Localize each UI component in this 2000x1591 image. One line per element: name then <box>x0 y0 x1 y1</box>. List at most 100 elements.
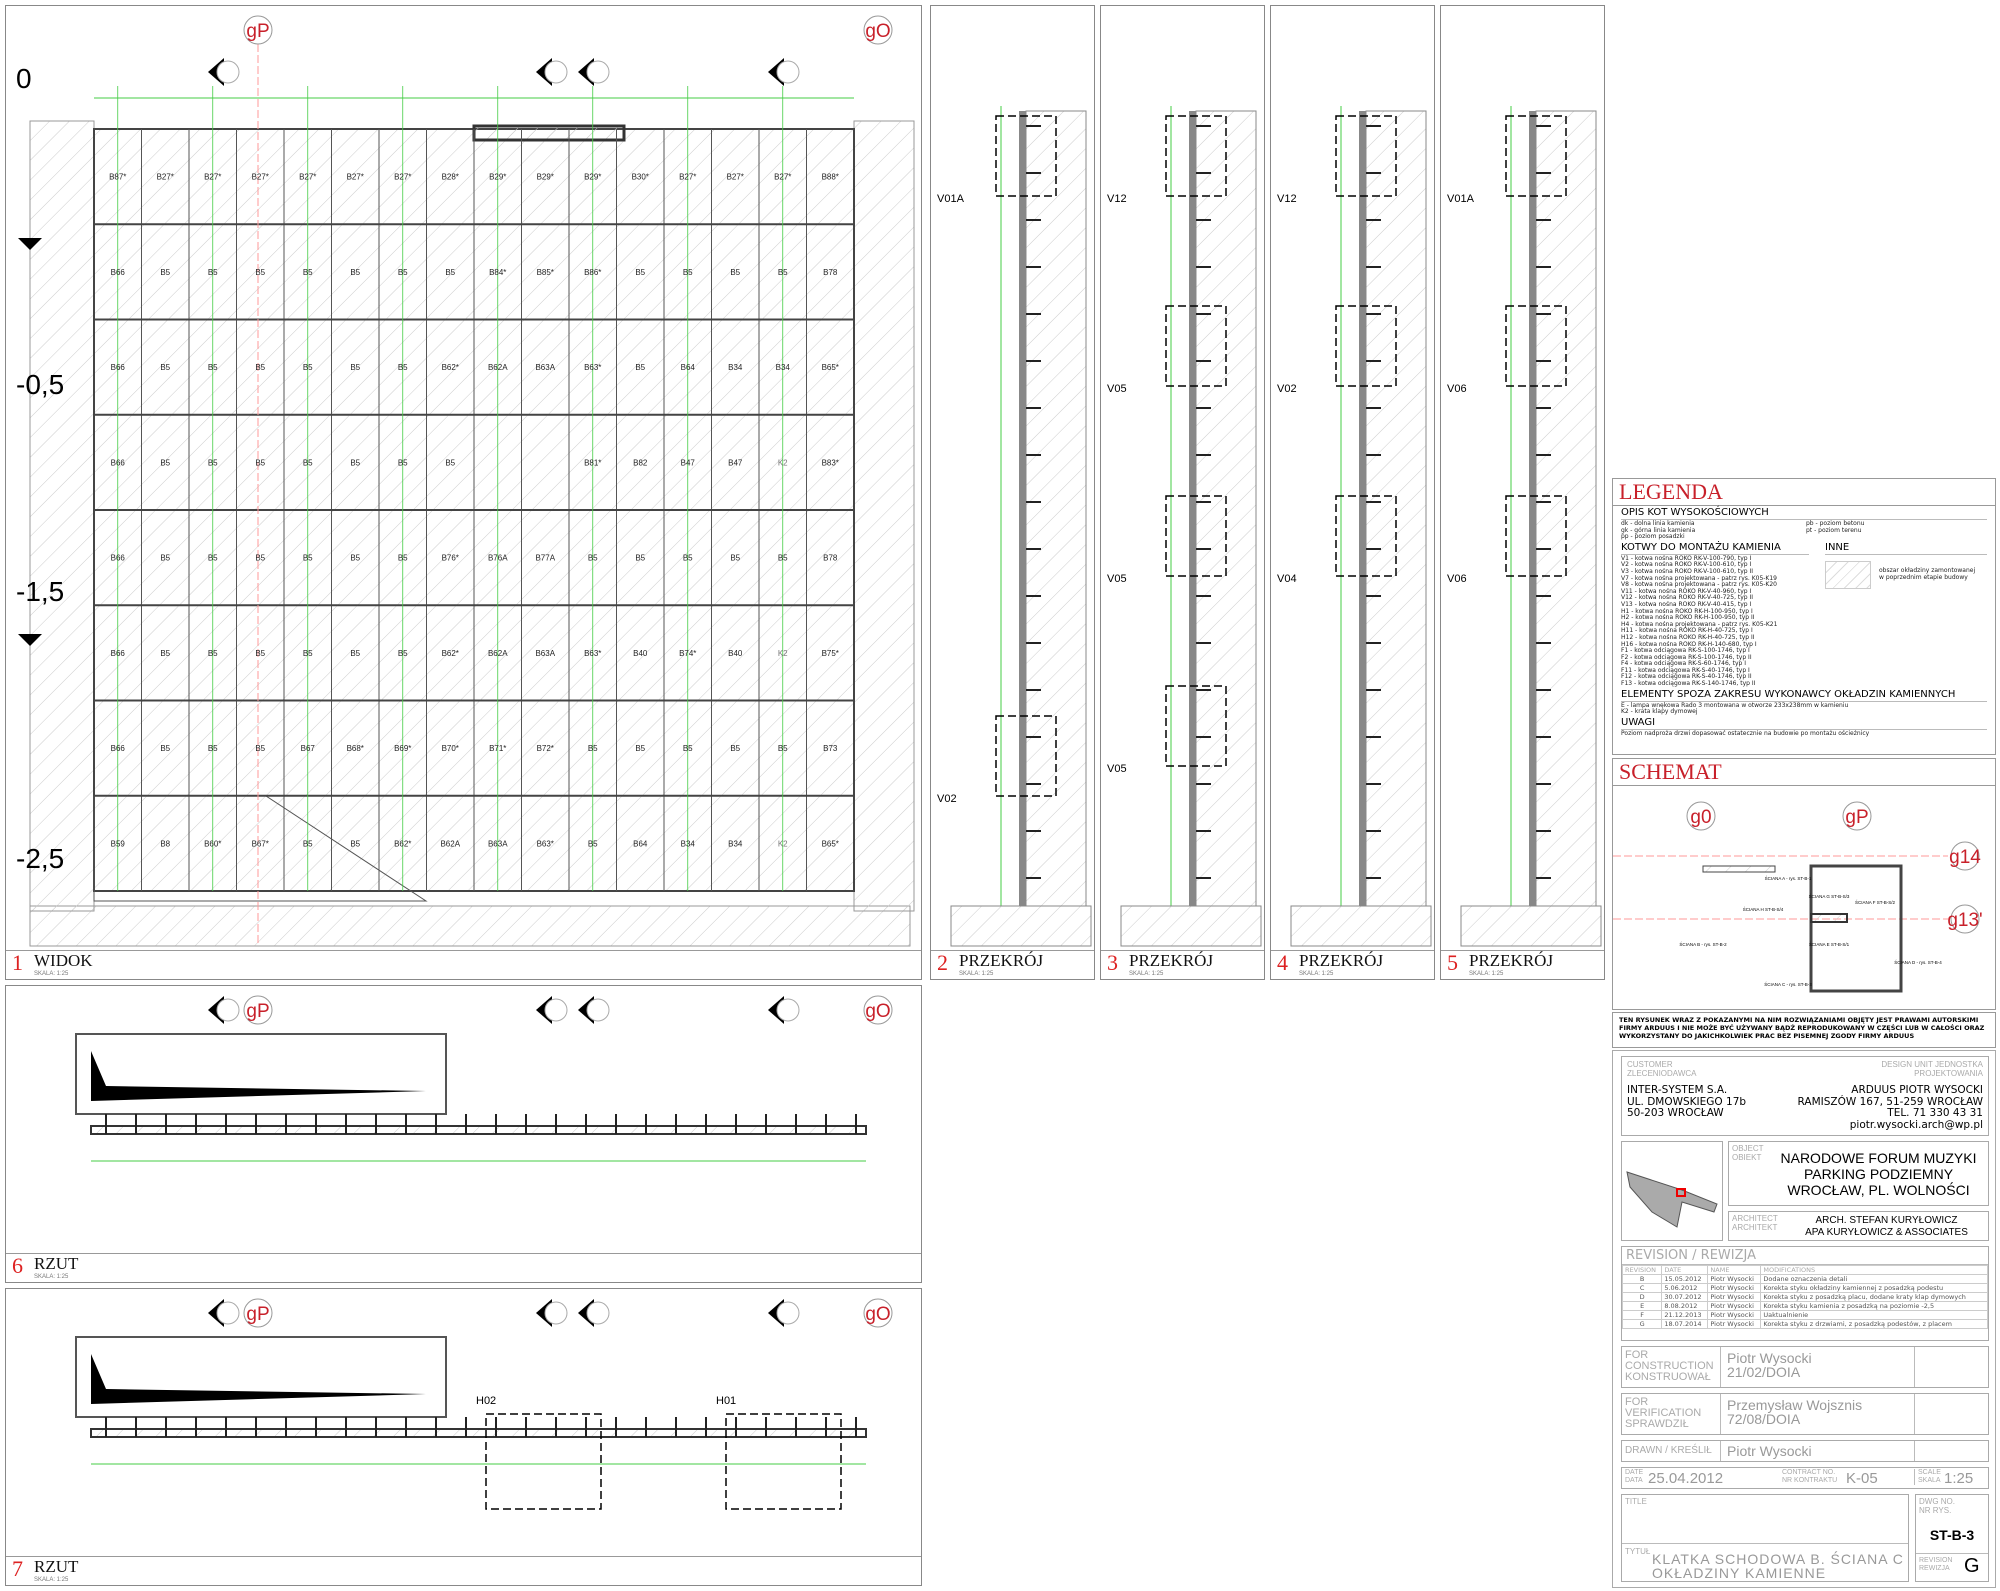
panel-label: B76* <box>442 554 459 563</box>
section-marker-icon <box>544 60 568 84</box>
legend-panel: LEGENDA OPIS KOT WYSOKOŚCIOWYCH dk - dol… <box>1612 478 1996 755</box>
panel-label: B5 <box>303 268 313 277</box>
panel-label: B5 <box>255 554 265 563</box>
panel-label: B67* <box>252 839 269 848</box>
panel-label: B62* <box>442 363 459 372</box>
revision-cell: Piotr Wysocki <box>1707 1319 1762 1329</box>
detail-tag: V05 <box>1107 383 1127 395</box>
panel-label: B70* <box>442 744 459 753</box>
construction-label: FOR CONSTRUCTION KONSTRUOWAŁ <box>1625 1349 1714 1383</box>
panel-label: B76A <box>488 554 508 563</box>
panel-label: B27* <box>347 173 364 182</box>
architect-box: ARCHITECT ARCHITEKT ARCH. STEFAN KURYŁOW… <box>1728 1211 1989 1241</box>
view-scale: SKALA: 1:25 <box>34 1274 69 1280</box>
detail-callout <box>1165 115 1227 197</box>
section-marker-icon <box>216 1301 240 1325</box>
view-scale: SKALA: 1:25 <box>1469 971 1504 977</box>
panel-label: B29* <box>537 173 554 182</box>
panel-label: B27* <box>252 173 269 182</box>
view-title: WIDOK <box>34 951 93 970</box>
panel-label: B65* <box>822 363 839 372</box>
detail-tag: V12 <box>1277 193 1297 205</box>
dwg-box: DWG NO. NR RYS. ST-B-3 REVISION REWIZJA … <box>1915 1494 1989 1582</box>
grid-bubble-label: gP <box>246 21 269 42</box>
panel-label: B34 <box>728 363 743 372</box>
panel-label: B5 <box>303 839 313 848</box>
outside-item: E - lampa wnękowa Rado 3 montowana w otw… <box>1621 701 1849 709</box>
panel-label: B27* <box>774 173 791 182</box>
title-box: TITLE TYTUŁ KLATKA SCHODOWA B. ŚCIANA C … <box>1621 1494 1909 1582</box>
revision-cell: D <box>1621 1292 1663 1302</box>
notes-heading: UWAGI <box>1621 717 1987 730</box>
stone-cladding <box>1189 111 1196 906</box>
anchor-item: V13 - kotwa nośna ROKO RK-V-40-415, typ … <box>1621 600 1752 608</box>
panel-label: B47 <box>728 458 743 467</box>
stone-cladding <box>1529 111 1536 906</box>
grid-bubble <box>243 15 273 45</box>
panel-label: B66 <box>111 554 126 563</box>
panel-label: B30* <box>632 173 649 182</box>
section-marker-icon <box>544 998 568 1022</box>
copyright-note: TEN RYSUNEK WRAZ Z POKAZANYMI NA NIM ROZ… <box>1612 1012 1996 1048</box>
panel-label: B5 <box>588 744 598 753</box>
wall-reference: ŚCIANA G ST-B-S/3 <box>1809 892 1850 899</box>
view-number: 4 <box>1277 950 1288 975</box>
detail-tag: V12 <box>1107 193 1127 205</box>
level-abbrev: pb - poziom betonu <box>1806 520 1865 527</box>
revision-cell: Piotr Wysocki <box>1707 1301 1762 1311</box>
grid-bubble <box>1950 841 1980 871</box>
view-1-elevation: B87*B27*B27*B27*B27*B27*B27*B28*B29*B29*… <box>5 5 922 980</box>
view-number: 7 <box>12 1556 23 1581</box>
panel-label: B5 <box>350 458 360 467</box>
panel-label: K2 <box>778 839 788 848</box>
detail-tag: V01A <box>1447 193 1475 205</box>
design-line: piotr.wysocki.arch@wp.pl <box>1849 1118 1983 1131</box>
anchors-heading: KOTWY DO MONTAŻU KAMIENIA <box>1621 542 1809 555</box>
panel-label: B5 <box>303 554 313 563</box>
customer-box: CUSTOMER ZLECENIODAWCA DESIGN UNIT JEDNO… <box>1621 1056 1989 1136</box>
anchor-item: F1 - kotwa odciągowa RK-S-100-1746, typ … <box>1621 647 1750 655</box>
panel-label: B66 <box>111 363 126 372</box>
design-line: ARDUUS PIOTR WYSOCKI <box>1851 1084 1983 1096</box>
panel-label: B5 <box>683 744 693 753</box>
location-map <box>1621 1141 1723 1241</box>
level-label: 0 <box>16 63 32 94</box>
scale-label: SCALE SKALA <box>1914 1469 1942 1485</box>
object-line: NARODOWE FORUM MUZYKI <box>1780 1150 1977 1166</box>
level-abbrev: pt - poziom terenu <box>1806 526 1862 534</box>
detail-callout <box>485 1413 602 1510</box>
stair-core-outline <box>75 1336 447 1418</box>
stone-cladding <box>1019 111 1026 906</box>
panel-label: B66 <box>111 649 126 658</box>
view-number: 1 <box>12 950 23 975</box>
grid-bubble-label: gP <box>1845 807 1868 828</box>
panel-label: B5 <box>730 554 740 563</box>
panel-label: B40 <box>728 649 743 658</box>
revision-cell: Korekta styku okładziny kamiennej z posa… <box>1760 1283 1988 1293</box>
panel-label: B83* <box>822 458 839 467</box>
design-line: RAMISZÓW 167, 51-259 WROCŁAW <box>1797 1095 1983 1108</box>
anchor-item: V7 - kotwa nośna projektowana - patrz ry… <box>1621 574 1777 582</box>
panel-label: B5 <box>730 744 740 753</box>
anchor-item: V1 - kotwa nośna ROKO RK-V-100-790, typ … <box>1621 554 1752 562</box>
revision-header: NAME <box>1707 1265 1762 1275</box>
revision-cell: B <box>1621 1274 1663 1284</box>
view-scale: SKALA: 1:25 <box>1299 971 1334 977</box>
architect-line: ARCH. STEFAN KURYŁOWICZ <box>1815 1215 1958 1226</box>
level-abbrev: pp - poziom posadzki <box>1621 533 1685 541</box>
panel-label: B34 <box>776 363 791 372</box>
verification-label: FOR VERIFICATION SPRAWDZIŁ <box>1625 1396 1702 1430</box>
panel-label: B29* <box>584 173 601 182</box>
panel-label: B62A <box>440 839 460 848</box>
panel-label: B5 <box>208 649 218 658</box>
title-label-pl: TYTUŁ <box>1625 1547 1651 1556</box>
left-wall <box>29 120 95 912</box>
